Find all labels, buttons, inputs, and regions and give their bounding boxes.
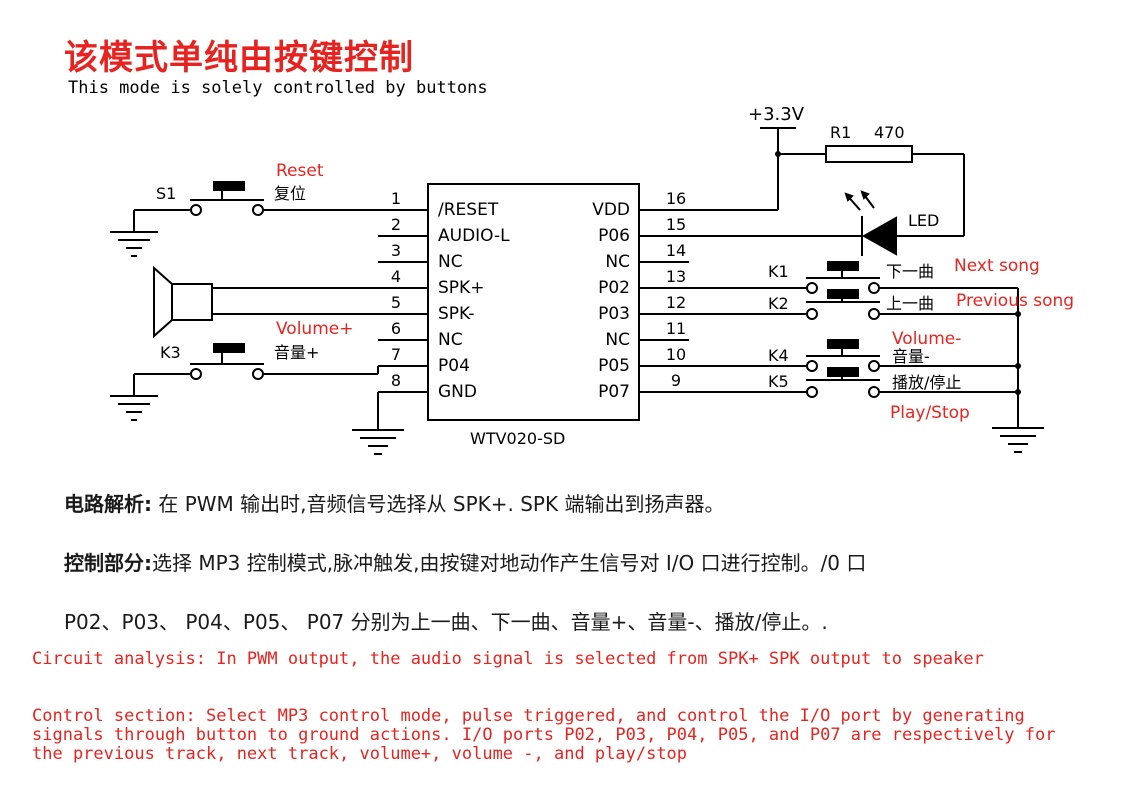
switch-k4-label: K4 [768,346,789,365]
pin-num-13: 13 [666,267,686,286]
english-control-line1: Control section: Select MP3 control mode… [32,706,1025,726]
pin-name-3: NC [438,252,463,272]
pin-name-13: P02 [598,278,630,298]
resistor-r1 [825,145,913,163]
switch-k4-en: Volume- [892,329,961,349]
led-label: LED [908,211,939,230]
control-paragraph: 控制部分:选择 MP3 控制模式,脉冲触发,由按键对地动作产生信号对 I/O 口… [64,547,866,576]
control-paragraph-line2: P02、P03、 P04、P05、 P07 分别为上一曲、下一曲、音量+、音量-… [64,610,828,634]
english-analysis: Circuit analysis: In PWM output, the aud… [32,649,984,669]
switch-k1-en: Next song [954,256,1040,276]
speaker-body [171,283,213,321]
pin-num-9: 9 [671,371,681,390]
pin-name-15: P06 [598,226,630,246]
pin-name-16: VDD [592,200,630,220]
page-subtitle: This mode is solely controlled by button… [68,78,488,98]
pin-name-2: AUDIO-L [438,226,510,246]
switch-s1-label: S1 [156,184,176,203]
switch-s1-cn: 复位 [274,184,306,203]
pin-name-1: /RESET [438,200,499,220]
pin-num-11: 11 [666,319,686,338]
speaker-cone [153,265,173,339]
switch-k2-en: Previous song [956,291,1074,311]
pin-name-12: P03 [598,304,630,324]
pin-name-11: NC [605,330,630,350]
switch-k3-cn: 音量+ [274,343,319,362]
pin-name-14: NC [605,252,630,272]
chip-body [427,183,640,421]
pin-num-4: 4 [391,267,401,286]
switch-k3-en: Volume+ [276,319,353,339]
supply-label: +3.3V [748,104,805,125]
pin-name-5: SPK- [438,304,475,324]
control-text: 选择 MP3 控制模式,脉冲触发,由按键对地动作产生信号对 I/O 口进行控制。… [152,551,867,575]
switch-k5-cn: 播放/停止 [892,373,961,392]
switch-k5-label: K5 [768,372,789,391]
pin-num-16: 16 [666,189,686,208]
pin-num-14: 14 [666,241,686,260]
switch-k3-label: K3 [160,343,181,362]
pin-name-4: SPK+ [438,278,484,298]
switch-s1-en: Reset [276,161,324,181]
switch-k4-cn: 音量- [892,347,930,366]
pin-num-5: 5 [391,293,401,312]
pin-name-9: P07 [598,382,630,402]
pin-num-15: 15 [666,215,686,234]
pin-num-6: 6 [391,319,401,338]
chip-name-label: WTV020-SD [470,429,565,448]
switch-k1-cn: 下一曲 [886,262,934,281]
circuit-diagram: /RESET AUDIO-L NC SPK+ SPK- NC P04 GND V… [110,104,1074,455]
resistor-value: 470 [874,123,905,142]
pin-num-10: 10 [666,345,686,364]
english-control-line3: the previous track, next track, volume+,… [32,744,688,764]
pin-num-12: 12 [666,293,686,312]
analysis-label: 电路解析: [64,492,152,516]
pin-num-3: 3 [391,241,401,260]
pin-num-8: 8 [391,371,401,390]
analysis-text: 在 PWM 输出时,音频信号选择从 SPK+. SPK 端输出到扬声器。 [152,492,725,516]
pin-name-6: NC [438,330,463,350]
resistor-label: R1 [830,123,851,142]
page-title: 该模式单纯由按键控制 [64,38,414,78]
control-label: 控制部分: [64,551,152,575]
pin-num-7: 7 [391,345,401,364]
pin-num-1: 1 [391,189,401,208]
switch-k2-label: K2 [768,294,789,313]
english-control-line2: signals through button to ground actions… [32,725,1056,745]
pin-name-10: P05 [598,356,630,376]
switch-k1-label: K1 [768,262,789,281]
led-symbol [861,216,897,256]
switch-k5-en: Play/Stop [890,403,970,423]
pin-name-7: P04 [438,356,470,376]
pin-num-2: 2 [391,215,401,234]
analysis-paragraph: 电路解析: 在 PWM 输出时,音频信号选择从 SPK+. SPK 端输出到扬声… [64,488,724,517]
pin-name-8: GND [438,382,477,402]
switch-k2-cn: 上一曲 [886,294,934,313]
